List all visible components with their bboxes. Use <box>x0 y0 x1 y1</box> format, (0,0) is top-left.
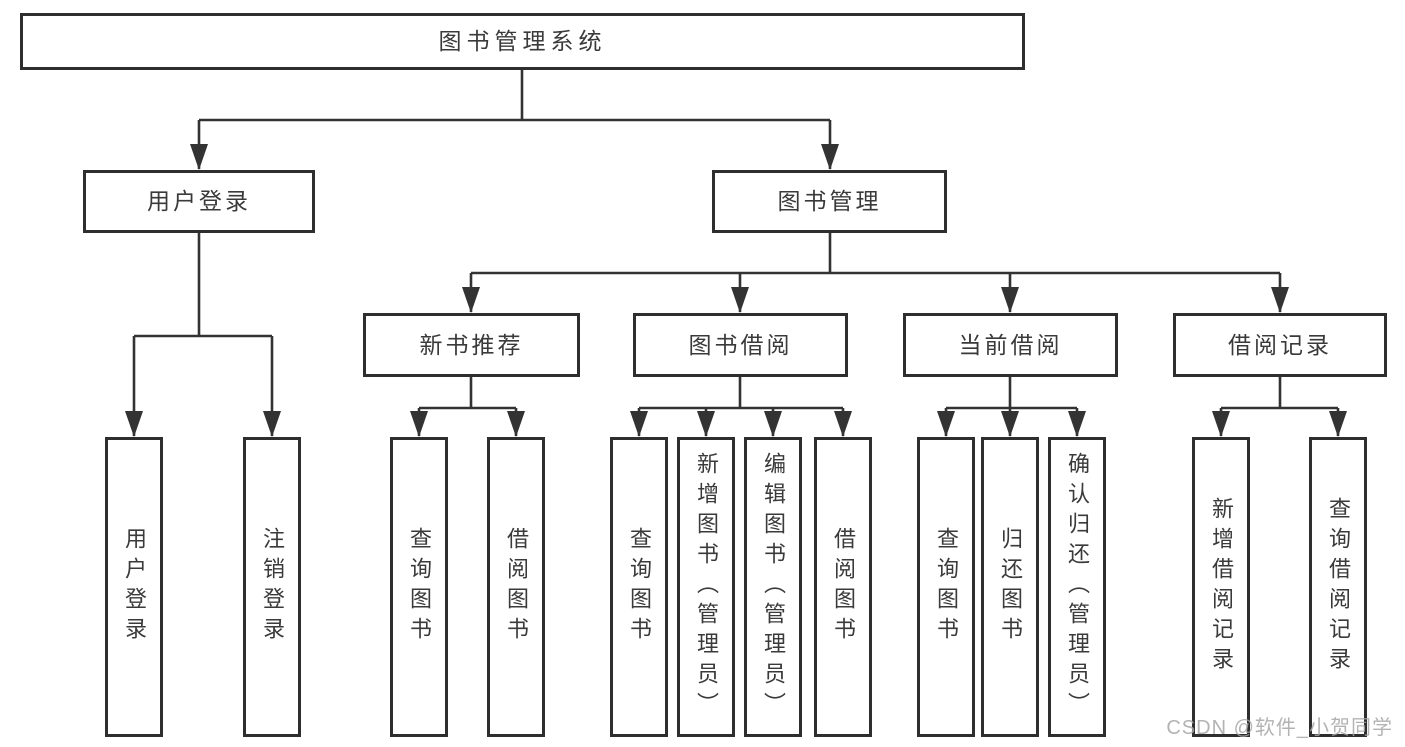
leaf-query-borrow-record: 查询借阅记录 <box>1309 437 1367 737</box>
node-book-borrowing-label: 图书借阅 <box>688 331 793 358</box>
leaf-user-login-label: 用户登录 <box>122 527 147 647</box>
leaf-logout-label: 注销登录 <box>260 527 285 647</box>
leaf-confirm-return-admin-label: 确认归还（管理员） <box>1065 452 1090 722</box>
leaf-confirm-return-admin: 确认归还（管理员） <box>1048 437 1106 737</box>
leaf-borrow-books-borrowing: 借阅图书 <box>814 437 872 737</box>
node-borrowing-records: 借阅记录 <box>1173 313 1387 377</box>
leaf-add-book-admin-label: 新增图书（管理员） <box>694 452 719 722</box>
node-borrowing-records-label: 借阅记录 <box>1228 331 1332 358</box>
csdn-watermark: CSDN @软件_小贺同学 <box>1166 717 1393 739</box>
node-user-login: 用户登录 <box>83 170 315 233</box>
leaf-query-borrow-record-label: 查询借阅记录 <box>1326 497 1351 677</box>
node-book-management: 图书管理 <box>712 170 947 233</box>
leaf-query-books-recommend-label: 查询图书 <box>407 527 432 647</box>
leaf-add-borrow-record-label: 新增借阅记录 <box>1209 497 1234 677</box>
leaf-add-borrow-record: 新增借阅记录 <box>1192 437 1250 737</box>
node-current-borrowing: 当前借阅 <box>903 313 1118 377</box>
leaf-query-books-current-label: 查询图书 <box>934 527 959 647</box>
leaf-borrow-books-borrowing-label: 借阅图书 <box>831 527 856 647</box>
leaf-return-book-label: 归还图书 <box>998 527 1023 647</box>
leaf-edit-book-admin-label: 编辑图书（管理员） <box>761 452 786 722</box>
leaf-add-book-admin: 新增图书（管理员） <box>677 437 735 737</box>
leaf-return-book: 归还图书 <box>981 437 1039 737</box>
leaf-query-books-current: 查询图书 <box>917 437 975 737</box>
leaf-logout: 注销登录 <box>243 437 301 737</box>
node-new-book-recommend: 新书推荐 <box>363 313 580 377</box>
node-book-management-label: 图书管理 <box>777 188 882 214</box>
leaf-query-books-recommend: 查询图书 <box>390 437 448 737</box>
node-user-login-label: 用户登录 <box>147 188 251 214</box>
arrowheads <box>125 144 1347 437</box>
node-new-book-recommend-label: 新书推荐 <box>419 331 524 358</box>
leaf-query-books-borrowing-label: 查询图书 <box>627 527 652 647</box>
leaf-user-login: 用户登录 <box>105 437 163 737</box>
node-current-borrowing-label: 当前借阅 <box>958 331 1063 358</box>
leaf-query-books-borrowing: 查询图书 <box>610 437 668 737</box>
tree-edges <box>132 70 1340 436</box>
node-root-library-system: 图书管理系统 <box>20 13 1025 70</box>
leaf-borrow-books-recommend-label: 借阅图书 <box>504 527 529 647</box>
node-root-label: 图书管理系统 <box>438 28 607 54</box>
node-book-borrowing: 图书借阅 <box>633 313 848 377</box>
leaf-borrow-books-recommend: 借阅图书 <box>487 437 545 737</box>
leaf-edit-book-admin: 编辑图书（管理员） <box>744 437 802 737</box>
